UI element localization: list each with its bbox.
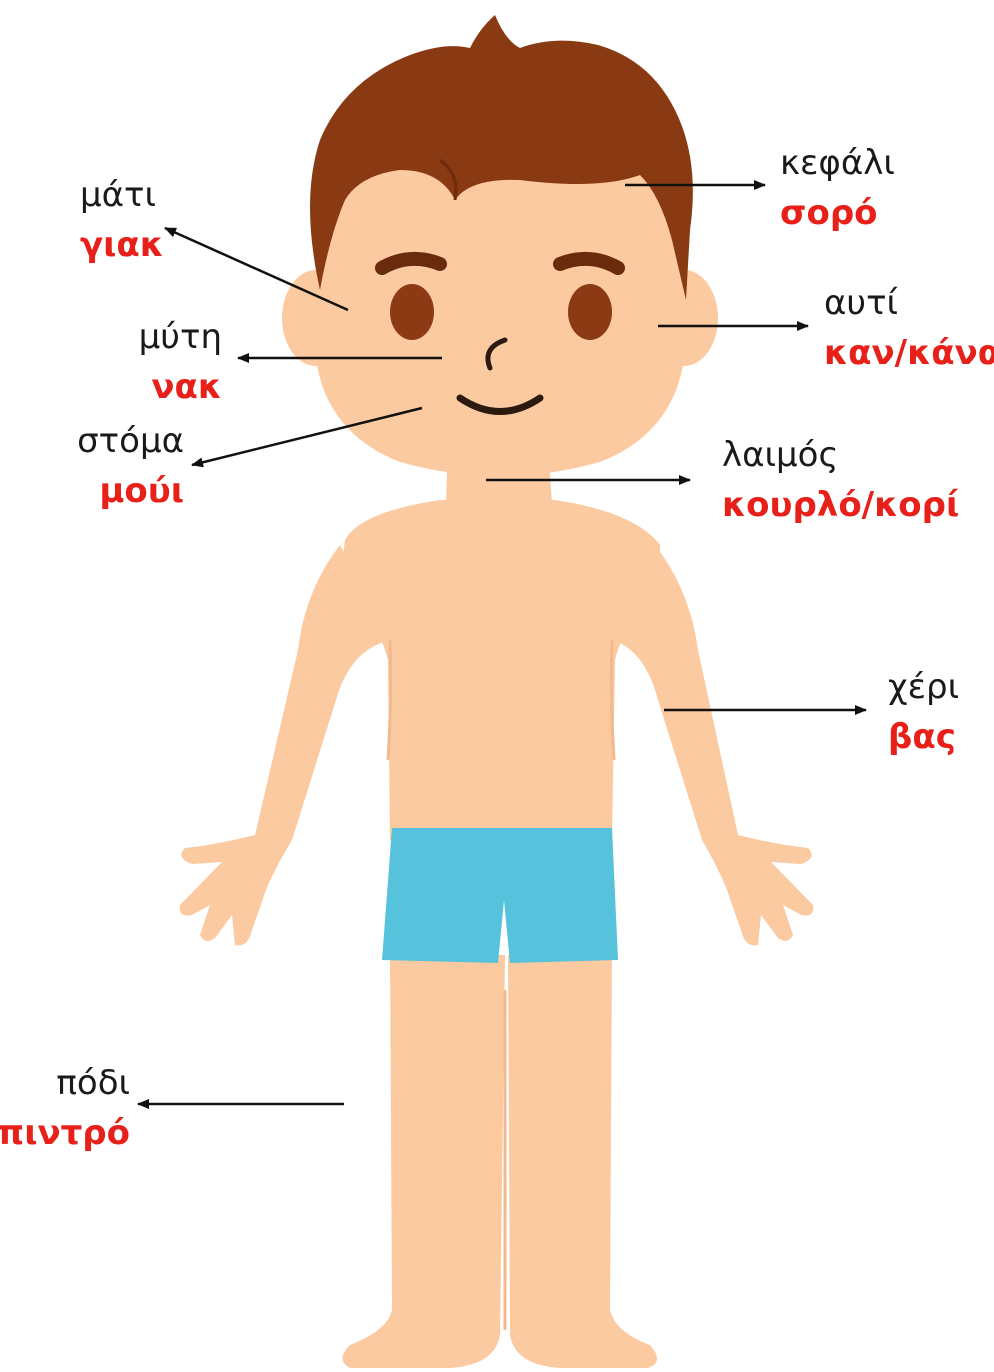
label-eye-translation: γιακ xyxy=(80,228,164,262)
label-ear-translation: καν/κάνα xyxy=(824,336,994,370)
label-head-greek: κεφάλι xyxy=(780,146,895,180)
label-hand: χέρι βας xyxy=(888,670,959,754)
label-head: κεφάλι σορό xyxy=(780,146,895,230)
label-mouth: στόμα μούι xyxy=(77,424,184,508)
right-eye xyxy=(568,284,612,340)
label-mouth-greek: στόμα xyxy=(77,424,184,458)
label-foot-translation: πιντρό xyxy=(0,1116,130,1150)
label-head-translation: σορό xyxy=(780,196,895,230)
boy-figure xyxy=(180,15,814,1368)
label-hand-translation: βας xyxy=(888,720,959,754)
label-neck-translation: κουρλό/κορί xyxy=(722,488,959,522)
label-nose: μύτη νακ xyxy=(139,320,222,404)
label-ear: αυτί καν/κάνα xyxy=(824,286,994,370)
label-hand-greek: χέρι xyxy=(888,670,959,704)
label-neck: λαιμός κουρλό/κορί xyxy=(722,438,959,522)
right-leg xyxy=(508,955,657,1368)
label-foot-greek: πόδι xyxy=(0,1066,130,1100)
label-eye: μάτι γιακ xyxy=(80,178,164,262)
shorts xyxy=(382,828,618,963)
label-eye-greek: μάτι xyxy=(80,178,164,212)
label-foot: πόδι πιντρό xyxy=(0,1066,130,1150)
label-ear-greek: αυτί xyxy=(824,286,994,320)
left-leg xyxy=(343,955,506,1368)
right-arm xyxy=(612,545,813,945)
label-neck-greek: λαιμός xyxy=(722,438,959,472)
label-mouth-translation: μούι xyxy=(77,474,184,508)
label-nose-translation: νακ xyxy=(139,370,222,404)
left-arm xyxy=(180,545,390,945)
label-nose-greek: μύτη xyxy=(139,320,222,354)
left-eye xyxy=(390,284,434,340)
